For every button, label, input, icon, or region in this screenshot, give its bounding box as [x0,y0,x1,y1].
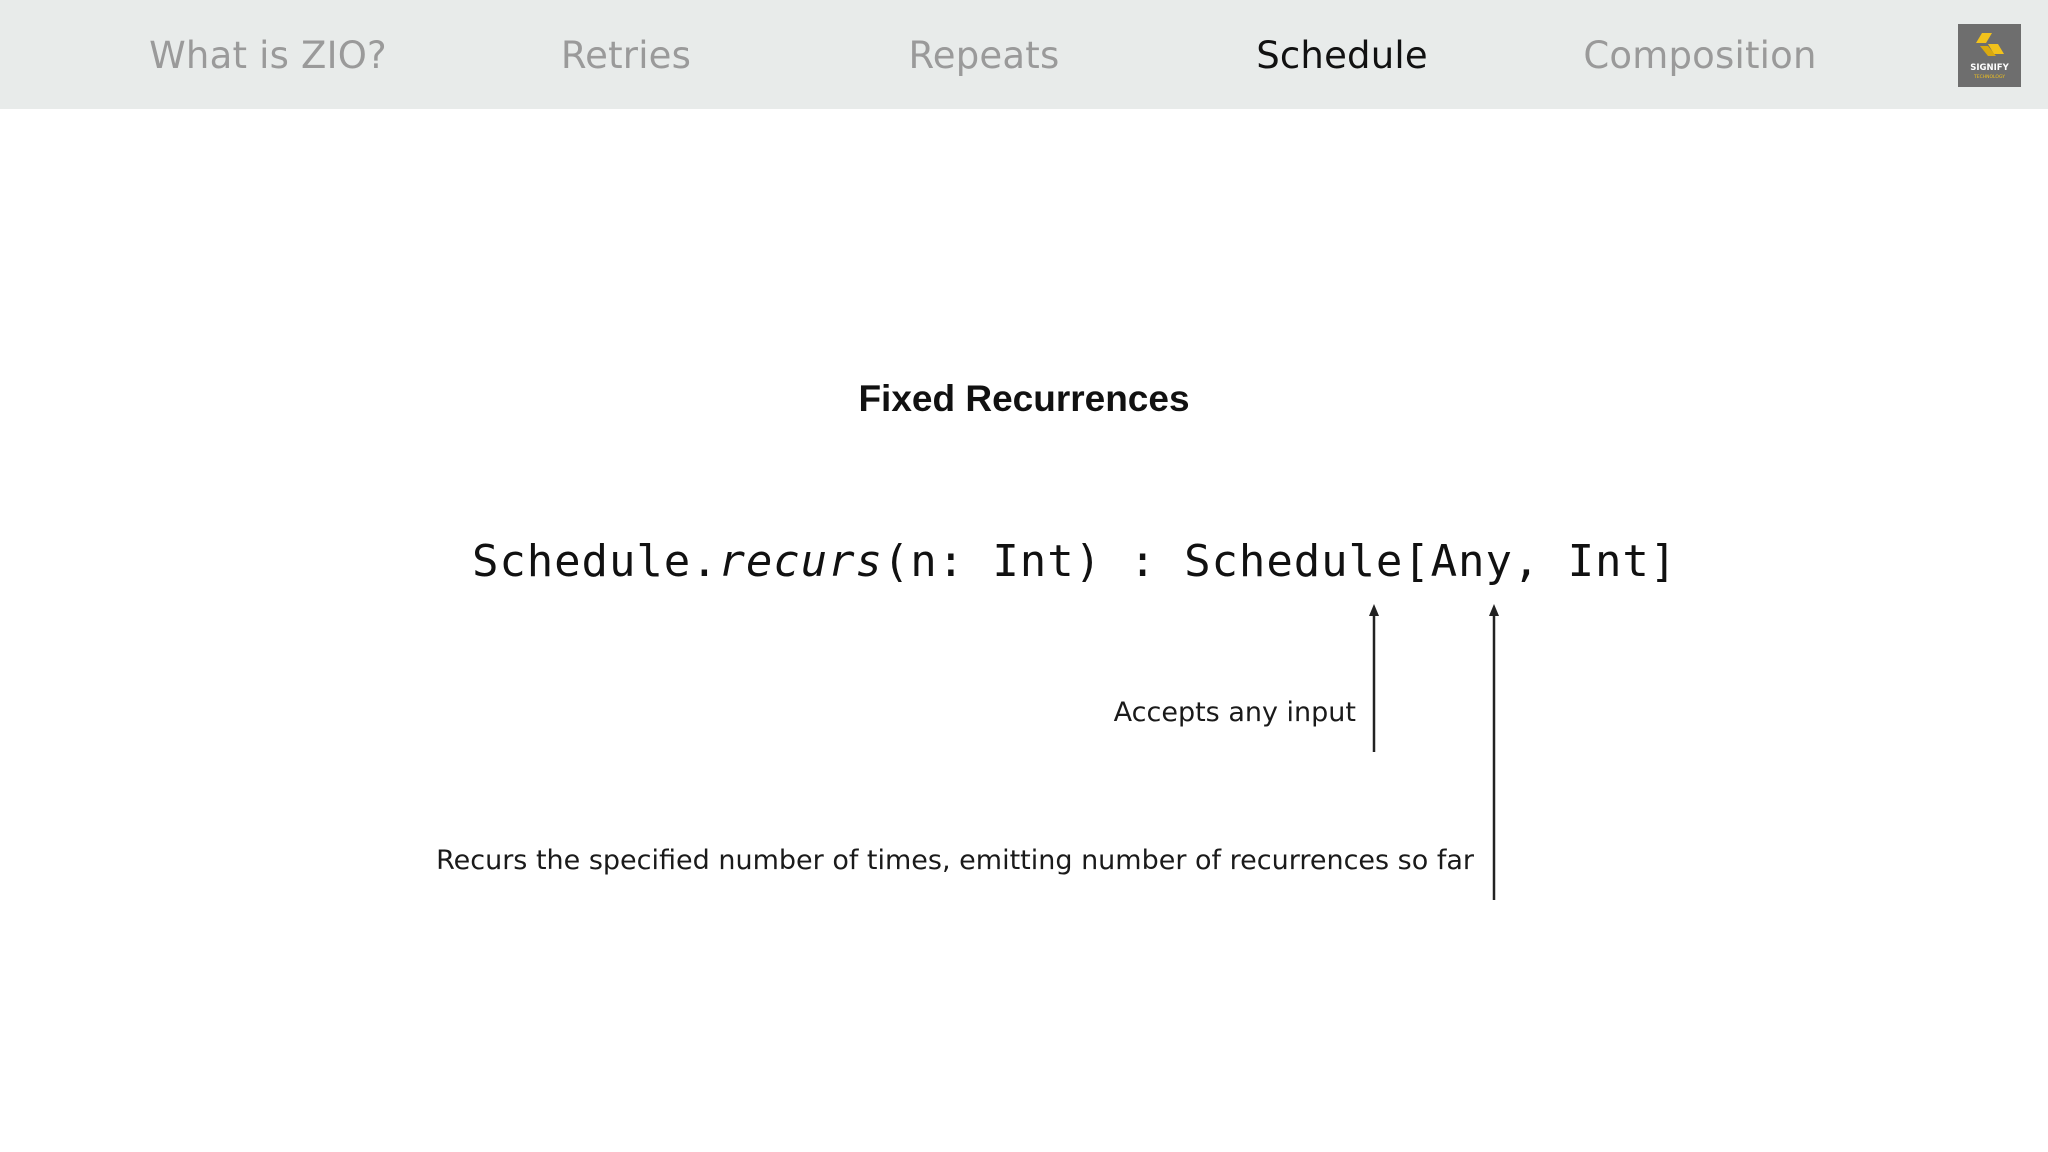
code-suffix: (n: Int) : Schedule[Any, Int] [882,536,1678,587]
code-method: recurs [718,536,883,587]
slide-title: Fixed Recurrences [858,378,1190,419]
tab-repeats[interactable]: Repeats [908,34,1060,77]
tab-retries[interactable]: Retries [560,34,692,77]
top-navigation-bar: What is ZIO? Retries Repeats Schedule Co… [0,0,2048,109]
logo-wordmark: SIGNIFY [1970,63,2009,73]
annotation-output: Recurs the specified number of times, em… [436,845,1474,876]
tab-what-is-zio[interactable]: What is ZIO? [149,34,387,77]
tab-schedule[interactable]: Schedule [1256,34,1428,77]
code-signature: Schedule.recurs(n: Int) : Schedule[Any, … [472,536,1677,587]
logo-subtext: TECHNOLOGY [1973,74,2005,80]
signify-logo[interactable]: SIGNIFY TECHNOLOGY [1958,24,2021,87]
annotation-input: Accepts any input [1113,697,1356,728]
arrow-to-int [1489,604,1499,900]
code-prefix: Schedule. [472,536,719,587]
signify-logo-icon: SIGNIFY TECHNOLOGY [1970,33,2010,80]
arrow-to-any [1369,604,1379,752]
tab-composition[interactable]: Composition [1583,34,1817,77]
